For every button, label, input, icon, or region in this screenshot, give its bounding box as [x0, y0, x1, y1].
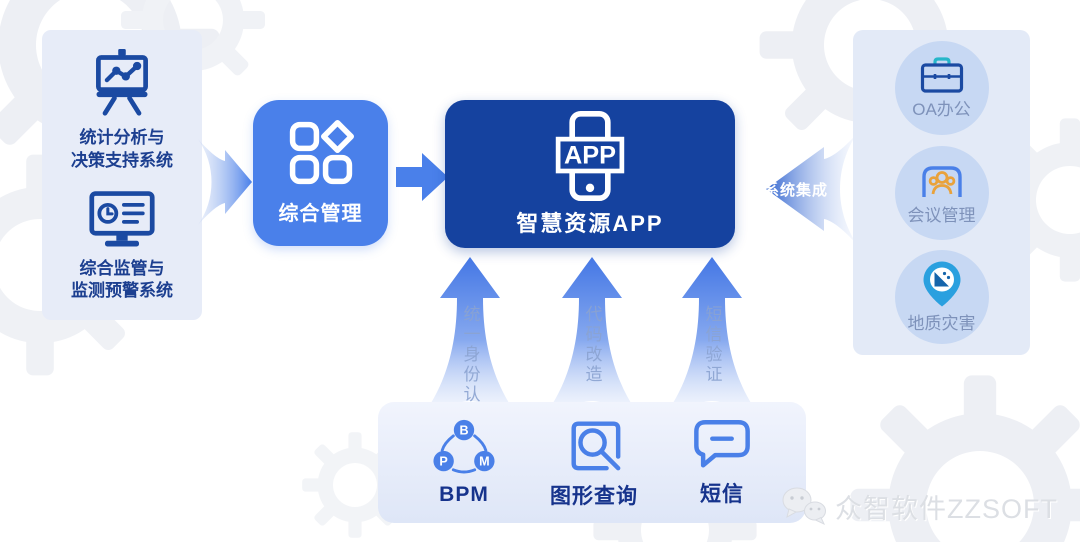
supervision-item: 综合监管与 监测预警系统	[71, 190, 173, 303]
supervision-label: 综合监管与 监测预警系统	[71, 258, 173, 303]
integration-arrow-left-icon	[766, 132, 858, 246]
bpm-label: BPM	[439, 482, 489, 506]
bpm-cycle-icon: B P M	[433, 419, 495, 473]
sms-verify-arrow: 短信验证	[657, 257, 767, 425]
watermark: 众智软件ZZSOFT	[781, 486, 1058, 526]
management-box: 综合管理	[253, 100, 388, 246]
graphic-query-label: 图形查询	[550, 485, 638, 508]
app-grid-icon	[289, 120, 354, 185]
monitor-dashboard-icon	[89, 190, 155, 247]
block-arrow-right-icon	[396, 153, 448, 201]
graphic-query-item: 图形查询	[550, 415, 638, 510]
bpm-letter-m: M	[479, 454, 490, 468]
bpm-letter-b: B	[459, 423, 468, 437]
bpm-item: B P M BPM	[432, 419, 496, 507]
identity-auth-arrow: 统一身份认证	[415, 257, 525, 425]
source-systems-panel: 统计分析与 决策支持系统 综合监管与 监测预警系统	[42, 30, 202, 320]
geo-disaster-label: 地质灾害	[907, 314, 976, 334]
sms-item: 短信	[692, 417, 752, 508]
stat-analysis-label-line2: 决策支持系统	[71, 150, 173, 170]
sms-verify-label: 短信验证	[702, 305, 722, 385]
meeting-mgmt-item: 会议管理	[894, 145, 989, 240]
bpm-letter-p: P	[439, 454, 447, 468]
supervision-label-line2: 监测预警系统	[71, 281, 173, 301]
code-transform-arrow: 代码改造	[537, 257, 647, 425]
stat-analysis-label-line1: 统计分析与	[79, 128, 165, 148]
meeting-mgmt-label: 会议管理	[907, 205, 976, 225]
graphic-search-icon	[571, 421, 621, 471]
chart-presentation-icon	[96, 49, 148, 116]
geo-disaster-item: 地质灾害	[894, 250, 989, 345]
integration-panel: OA办公 会议管理 地质灾害	[853, 30, 1030, 355]
management-label: 综合管理	[278, 203, 363, 225]
sms-label: 短信	[700, 483, 744, 506]
tools-panel: B P M BPM 图形查询 短信	[378, 402, 806, 523]
code-transform-label: 代码改造	[582, 305, 602, 385]
up-arrow-icon	[659, 257, 765, 423]
app-box-label: 智慧资源APP	[516, 210, 664, 236]
sms-bubble-icon	[694, 420, 750, 468]
stat-analysis-label: 统计分析与 决策支持系统	[71, 127, 173, 172]
integration-arrow-label: 系统集成	[764, 182, 829, 199]
stat-analysis-item: 统计分析与 决策支持系统	[71, 47, 173, 172]
flow-arrow-right-icon	[198, 139, 252, 225]
up-arrow-icon	[539, 257, 645, 423]
location-pin-icon	[923, 261, 960, 307]
oa-office-label: OA办公	[912, 99, 971, 119]
up-arrow-icon	[417, 257, 523, 423]
identity-auth-label: 统一身份认证	[460, 305, 480, 425]
briefcase-icon	[920, 57, 963, 93]
smartphone-app-icon: APP	[555, 110, 625, 201]
supervision-label-line1: 综合监管与	[79, 258, 165, 278]
app-icon-text: APP	[564, 141, 616, 169]
meeting-icon	[921, 165, 962, 197]
oa-office-item: OA办公	[894, 40, 989, 135]
smart-resource-app-box: APP 智慧资源APP	[445, 100, 735, 248]
watermark-text: 众智软件ZZSOFT	[835, 493, 1058, 524]
wechat-icon	[782, 487, 827, 526]
